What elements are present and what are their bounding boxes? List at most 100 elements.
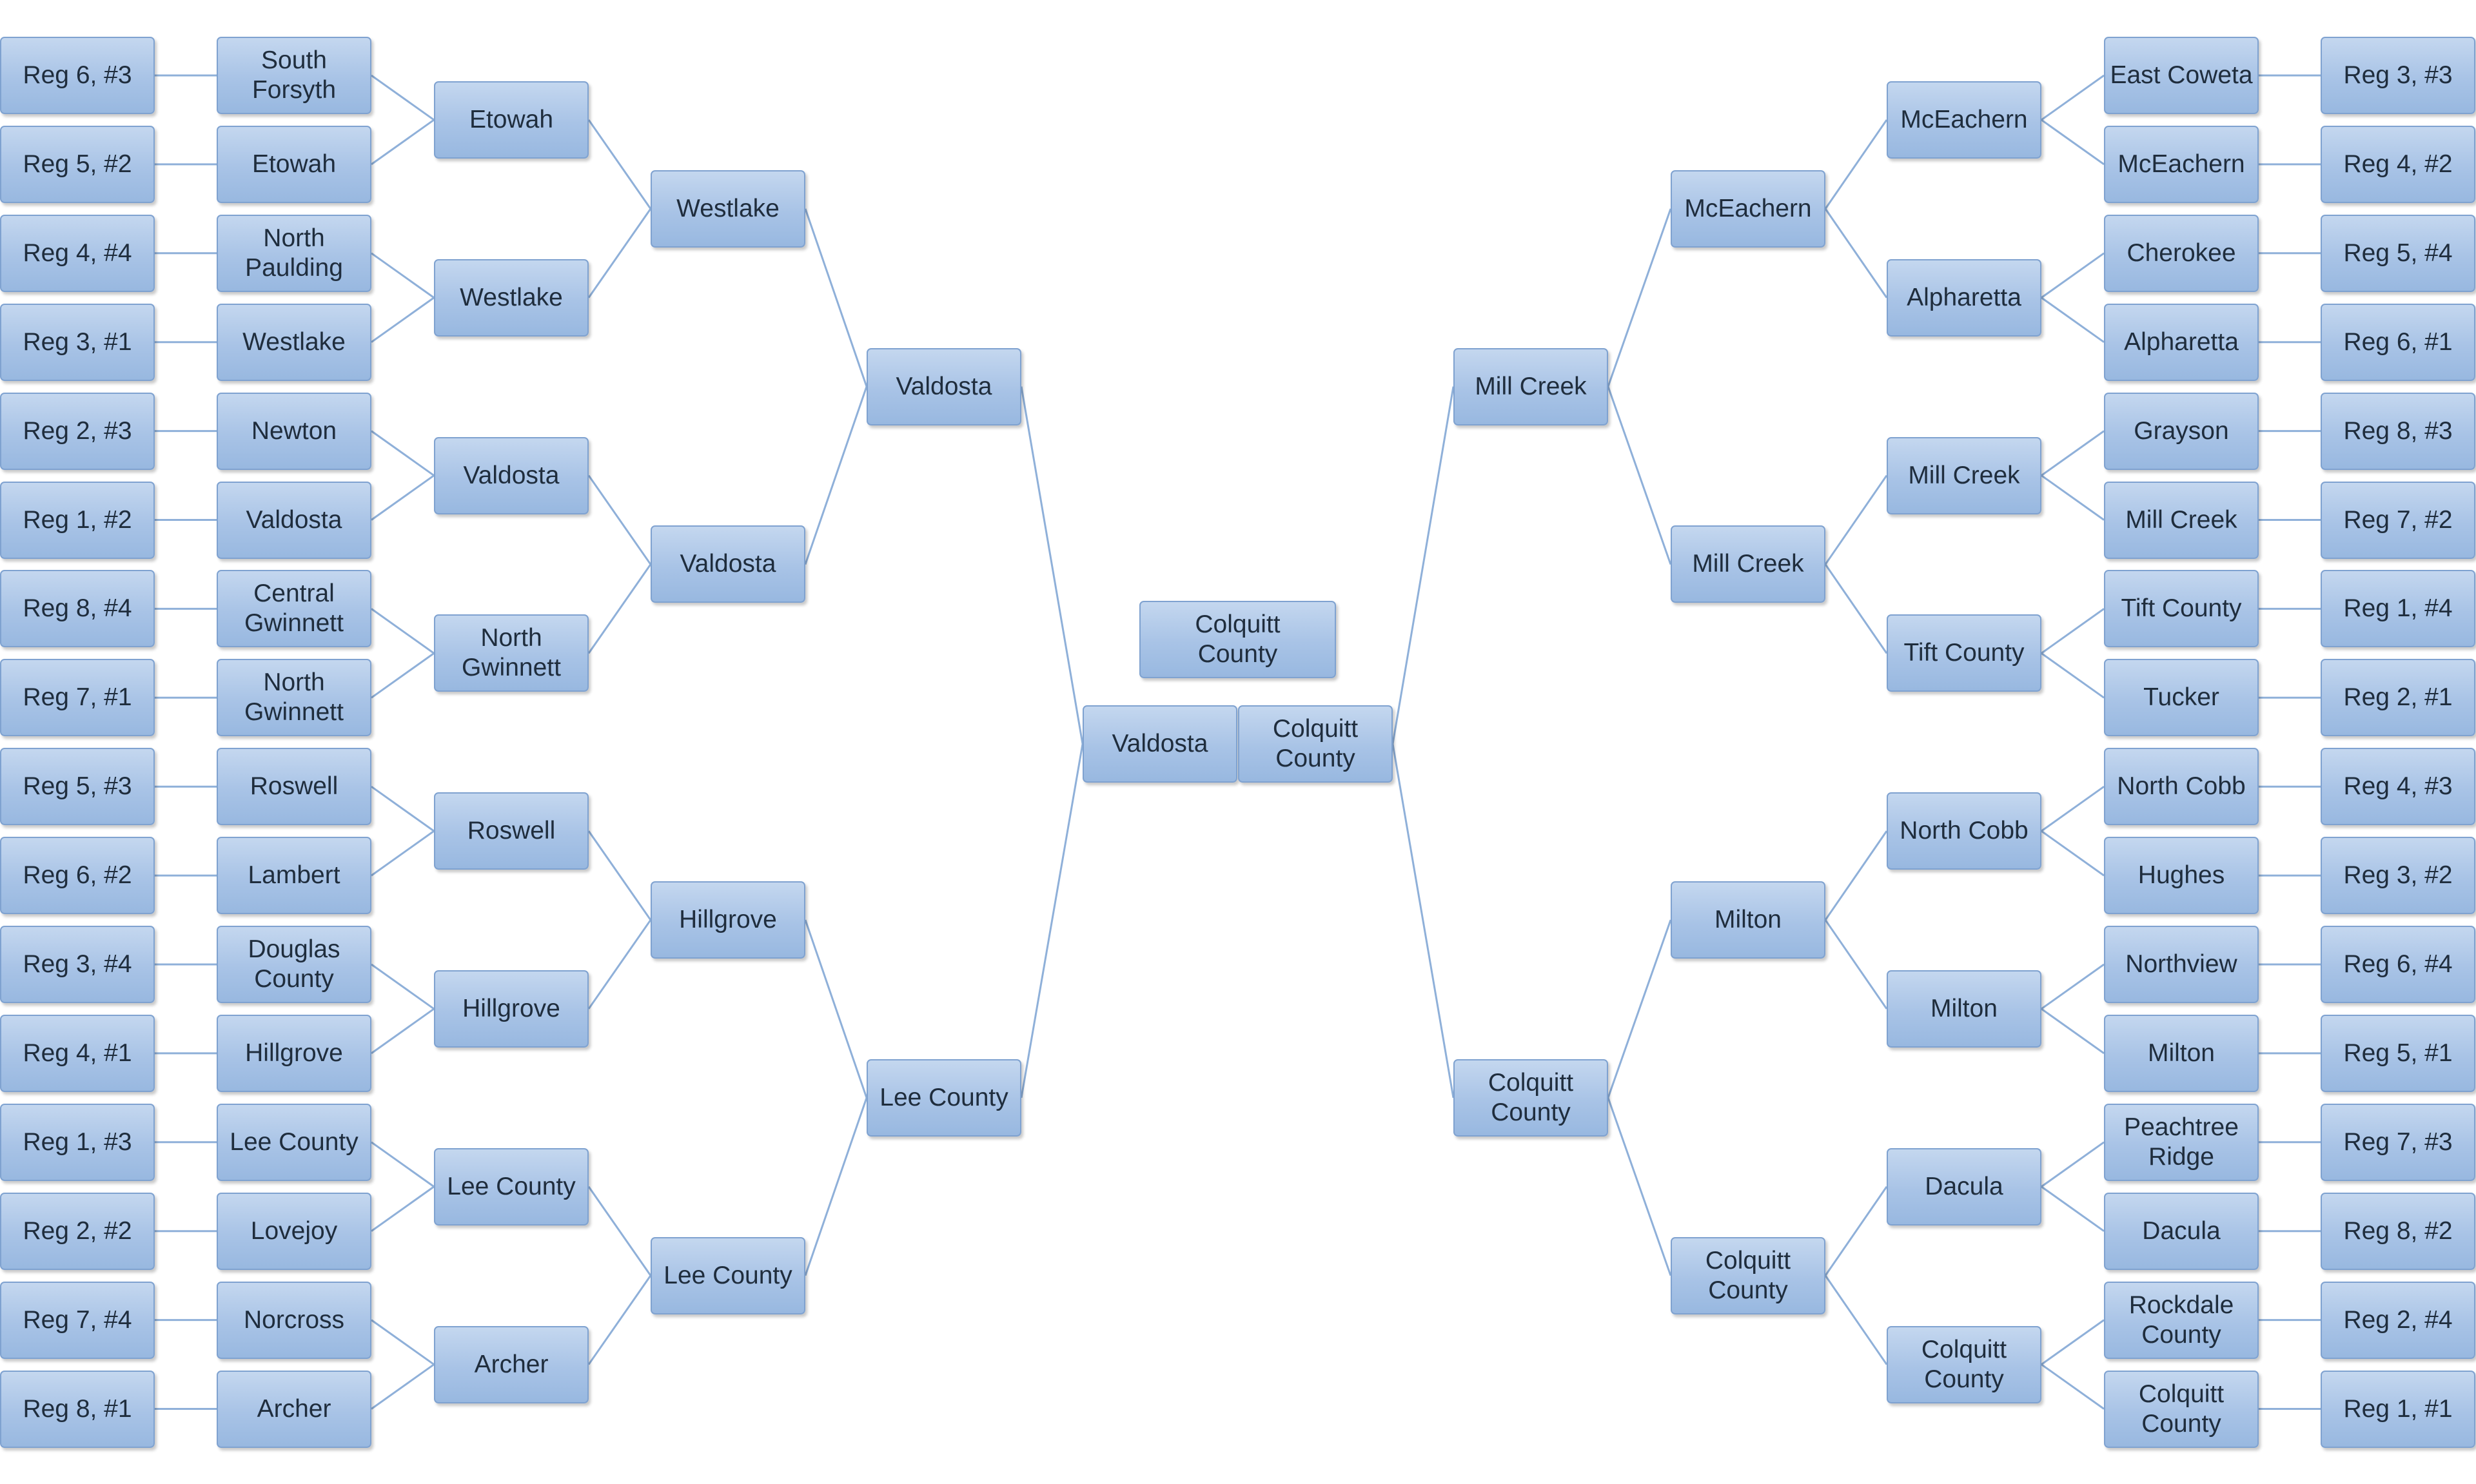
right-round2-team: Tift County: [1887, 614, 2041, 692]
connector-line: [371, 608, 435, 654]
right-round1-team: Grayson: [2104, 392, 2259, 470]
connector-line: [371, 1008, 435, 1055]
right-round2-team: Milton: [1887, 970, 2041, 1048]
left-round1-team: North Gwinnett: [217, 659, 371, 737]
left-round1-team: South Forsyth: [217, 37, 371, 114]
left-seed: Reg 6, #2: [0, 837, 155, 915]
right-round2-team: Dacula: [1887, 1147, 2041, 1225]
connector-line: [2041, 430, 2105, 476]
left-seed: Reg 3, #1: [0, 303, 155, 381]
connector-line: [2041, 297, 2105, 343]
connector-line: [1607, 919, 1672, 1098]
right-round4-team: Mill Creek: [1453, 347, 1608, 425]
connector-line: [1824, 919, 1888, 1010]
right-seed: Reg 7, #2: [2321, 481, 2475, 559]
connector-line: [371, 252, 435, 298]
left-round1-team: Central Gwinnett: [217, 570, 371, 648]
left-seed: Reg 7, #1: [0, 659, 155, 737]
connector-line: [2041, 1141, 2105, 1187]
left-seed: Reg 5, #2: [0, 125, 155, 203]
connector-line: [1824, 208, 1888, 298]
left-round1-team: Archer: [217, 1370, 371, 1448]
right-seed: Reg 3, #2: [2321, 837, 2475, 915]
left-round2-team: North Gwinnett: [434, 614, 589, 692]
connector-line: [587, 208, 652, 298]
right-seed: Reg 3, #3: [2321, 37, 2475, 114]
left-seed: Reg 6, #3: [0, 37, 155, 114]
connector-line: [371, 74, 435, 121]
connector-line: [587, 830, 652, 921]
connector-line: [1824, 119, 1888, 210]
left-round2-team: Archer: [434, 1325, 589, 1403]
connector-line: [371, 785, 435, 832]
right-round1-team: Mill Creek: [2104, 481, 2259, 559]
connector-line: [371, 297, 435, 343]
right-round1-team: East Coweta: [2104, 37, 2259, 114]
right-seed: Reg 8, #2: [2321, 1192, 2475, 1270]
right-seed: Reg 1, #4: [2321, 570, 2475, 648]
connector-line: [1824, 563, 1888, 654]
left-round2-team: Westlake: [434, 259, 589, 337]
connector-line: [2041, 830, 2105, 877]
left-round4-team: Lee County: [867, 1059, 1021, 1137]
connector-line: [587, 1186, 652, 1276]
right-round1-team: Dacula: [2104, 1192, 2259, 1270]
left-round2-team: Roswell: [434, 792, 589, 870]
connector-line: [371, 1363, 435, 1410]
connector-line: [371, 1141, 435, 1187]
champion: Colquitt County: [1139, 601, 1336, 678]
connector-line: [1607, 1097, 1672, 1276]
left-seed: Reg 4, #4: [0, 214, 155, 292]
connector-line: [371, 1319, 435, 1365]
left-round1-team: Lovejoy: [217, 1192, 371, 1270]
connector-line: [1391, 743, 1455, 1098]
left-seed: Reg 1, #3: [0, 1103, 155, 1181]
connector-line: [587, 563, 652, 654]
right-round1-team: Cherokee: [2104, 214, 2259, 292]
left-seed: Reg 3, #4: [0, 926, 155, 1003]
right-round1-team: Peachtree Ridge: [2104, 1103, 2259, 1181]
right-seed: Reg 6, #4: [2321, 926, 2475, 1003]
left-seed: Reg 7, #4: [0, 1281, 155, 1359]
right-round3-team: McEachern: [1671, 170, 1825, 248]
left-round1-team: Valdosta: [217, 481, 371, 559]
left-round1-team: Douglas County: [217, 926, 371, 1003]
final-team-left: Valdosta: [1083, 705, 1237, 783]
connector-line: [1607, 386, 1672, 565]
connector-line: [371, 963, 435, 1010]
connector-line: [2041, 119, 2105, 166]
connector-line: [587, 119, 652, 210]
connector-line: [587, 919, 652, 1010]
left-seed: Reg 2, #3: [0, 392, 155, 470]
right-round1-team: Colquitt County: [2104, 1370, 2259, 1448]
right-round1-team: Milton: [2104, 1014, 2259, 1092]
right-round1-team: McEachern: [2104, 125, 2259, 203]
connector-line: [1824, 1186, 1888, 1276]
right-round1-team: Tucker: [2104, 659, 2259, 737]
connector-line: [371, 474, 435, 521]
left-round4-team: Valdosta: [867, 347, 1021, 425]
left-round3-team: Lee County: [651, 1236, 805, 1314]
right-round1-team: Northview: [2104, 926, 2259, 1003]
connector-line: [371, 652, 435, 699]
right-round3-team: Milton: [1671, 881, 1825, 959]
connector-line: [1391, 386, 1455, 745]
connector-line: [2041, 1008, 2105, 1055]
right-round4-team: Colquitt County: [1453, 1059, 1608, 1137]
right-seed: Reg 2, #4: [2321, 1281, 2475, 1359]
connector-line: [1607, 208, 1672, 387]
connector-line: [804, 1097, 868, 1276]
connector-line: [2041, 652, 2105, 699]
right-round3-team: Colquitt County: [1671, 1236, 1825, 1314]
connector-line: [1824, 1274, 1888, 1365]
connector-line: [371, 1186, 435, 1232]
right-round2-team: Alpharetta: [1887, 259, 2041, 337]
right-round1-team: Tift County: [2104, 570, 2259, 648]
connector-line: [2041, 1363, 2105, 1410]
connector-line: [2041, 1319, 2105, 1365]
left-seed: Reg 8, #4: [0, 570, 155, 648]
left-round3-team: Hillgrove: [651, 881, 805, 959]
connector-line: [2041, 963, 2105, 1010]
right-seed: Reg 7, #3: [2321, 1103, 2475, 1181]
